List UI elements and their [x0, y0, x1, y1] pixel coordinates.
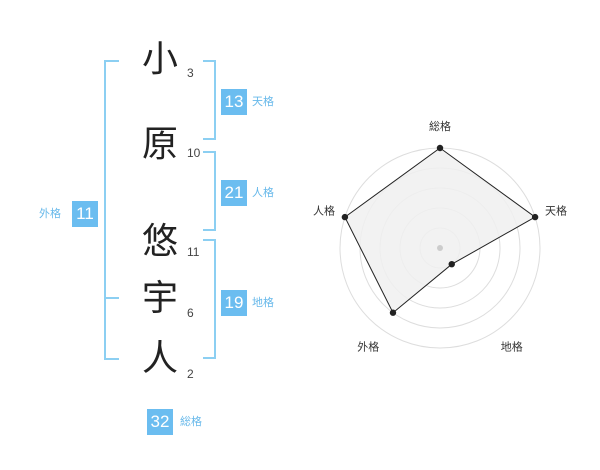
tenkaku-bracket [203, 60, 216, 140]
stroke-count-5: 2 [187, 367, 194, 381]
radar-point [531, 213, 539, 221]
radar-center-dot [437, 245, 443, 251]
jinkaku-bracket [203, 151, 216, 231]
tenkaku-label: 天格 [252, 95, 274, 108]
soukaku-label: 総格 [180, 415, 202, 428]
radar-axis-label: 外格 [357, 340, 379, 354]
gaikaku-badge: 11 [72, 201, 98, 227]
radar-points [341, 144, 539, 316]
radar-axis-label: 地格 [501, 340, 523, 354]
jinkaku-badge: 21 [221, 180, 247, 206]
chikaku-badge: 19 [221, 290, 247, 316]
jinkaku-label: 人格 [252, 186, 274, 199]
gaikaku-bracket [104, 60, 119, 360]
chikaku-bracket [203, 239, 216, 359]
radar-point [389, 309, 397, 316]
radar-axis-label: 天格 [545, 203, 567, 217]
radar-point [436, 144, 444, 152]
chikaku-label: 地格 [252, 296, 274, 309]
name-char-5: 人 [141, 338, 178, 379]
gaikaku-label: 外格 [39, 207, 61, 220]
radar-point [341, 213, 349, 221]
radar-point [448, 260, 455, 268]
soukaku-badge: 32 [147, 409, 173, 435]
stroke-count-2: 10 [187, 146, 201, 160]
tenkaku-badge: 13 [221, 89, 247, 115]
radar-polygon [344, 147, 537, 314]
name-char-1: 小 [141, 39, 178, 80]
name-char-3: 悠 [141, 221, 178, 262]
radar-axis-label: 総格 [429, 119, 451, 133]
name-char-4: 宇 [141, 278, 178, 319]
stroke-count-3: 11 [187, 245, 200, 259]
stroke-count-1: 3 [187, 66, 194, 80]
stroke-count-4: 6 [187, 306, 194, 320]
name-char-2: 原 [141, 124, 178, 165]
radar-axis-label: 人格 [313, 203, 335, 217]
bracket-divider [104, 297, 119, 299]
